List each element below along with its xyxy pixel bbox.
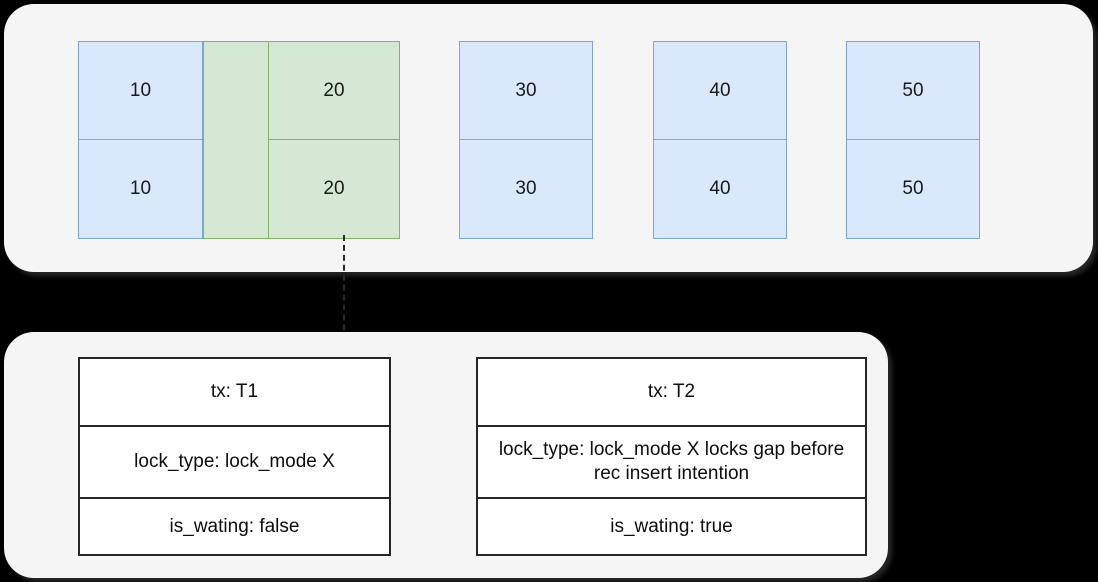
lock-records-panel: tx: T1 lock_type: lock_mode X is_wating:… xyxy=(4,332,888,578)
connector-dashed-line xyxy=(343,235,345,360)
record-group-50[interactable]: 50 50 xyxy=(846,41,980,239)
record-cell-30-upper[interactable]: 30 xyxy=(459,41,593,140)
lock-t1-lock-type: lock_type: lock_mode X xyxy=(80,425,389,497)
lock-record-box-t1[interactable]: tx: T1 lock_type: lock_mode X is_wating:… xyxy=(78,357,391,556)
lock-t1-is-waiting: is_wating: false xyxy=(80,497,389,554)
record-group-20[interactable]: 20 20 xyxy=(268,41,400,239)
lock-t2-lock-type: lock_type: lock_mode X locks gap before … xyxy=(478,425,865,497)
record-cell-40-lower[interactable]: 40 xyxy=(653,140,787,239)
record-cell-20-lower[interactable]: 20 xyxy=(268,140,400,239)
lock-record-box-t2[interactable]: tx: T2 lock_type: lock_mode X locks gap … xyxy=(476,357,867,556)
record-cell-30-lower[interactable]: 30 xyxy=(459,140,593,239)
record-group-10[interactable]: 10 10 xyxy=(78,41,203,239)
record-cell-10-upper[interactable]: 10 xyxy=(78,41,203,140)
record-group-30[interactable]: 30 30 xyxy=(459,41,593,239)
index-page-panel: 10 10 20 20 30 30 40 40 50 50 xyxy=(4,4,1093,272)
gap-region-before-20[interactable] xyxy=(203,41,269,239)
lock-t2-tx: tx: T2 xyxy=(647,381,696,403)
record-cell-40-upper[interactable]: 40 xyxy=(653,41,787,140)
record-cell-10-lower[interactable]: 10 xyxy=(78,140,203,239)
lock-t2-is-waiting: is_wating: true xyxy=(478,497,865,554)
record-cell-50-upper[interactable]: 50 xyxy=(846,41,980,140)
lock-t1-tx: tx: T1 xyxy=(210,381,259,403)
record-cell-20-upper[interactable]: 20 xyxy=(268,41,400,140)
record-cell-50-lower[interactable]: 50 xyxy=(846,140,980,239)
record-group-40[interactable]: 40 40 xyxy=(653,41,787,239)
